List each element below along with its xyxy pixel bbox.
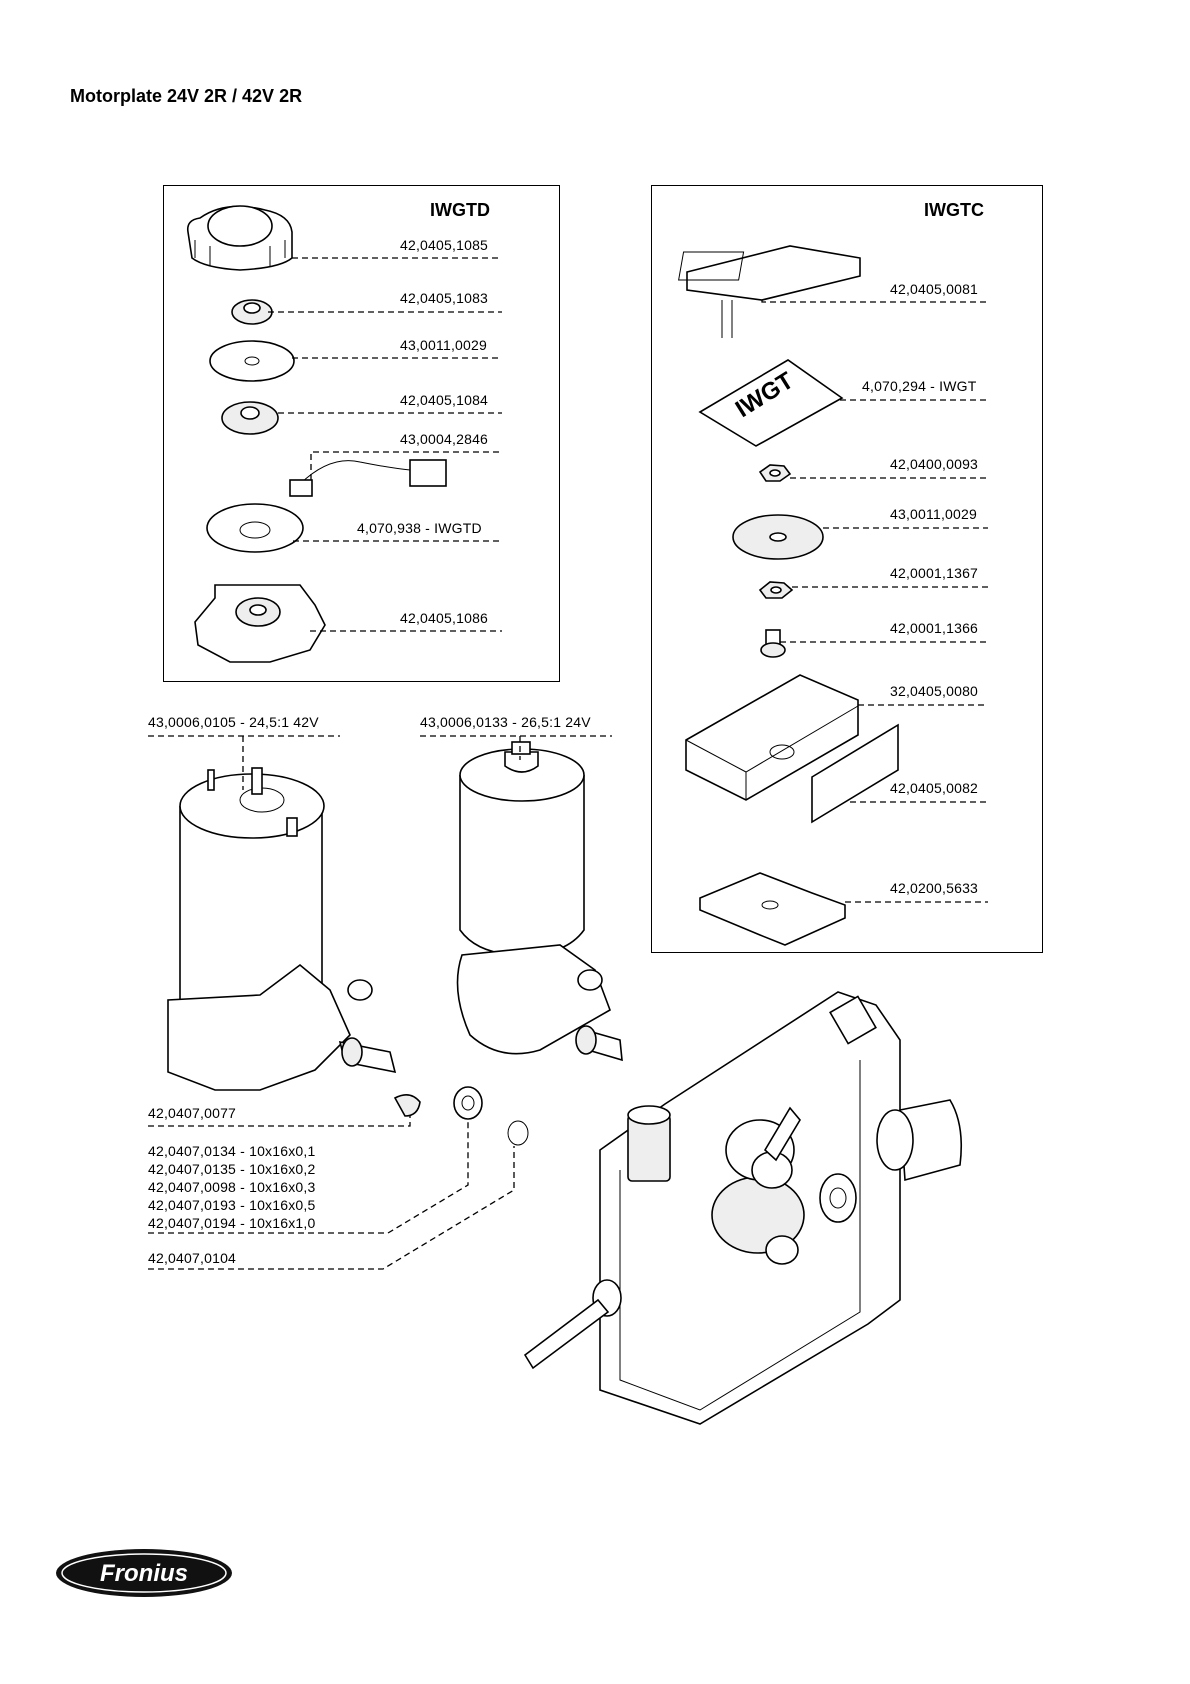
washer-label: 42,0407,0193 - 10x16x0,5: [148, 1197, 316, 1213]
key-part: [393, 1094, 421, 1117]
part-number: 42,0405,1085: [400, 237, 489, 253]
part-number: 42,0405,0081: [890, 281, 979, 297]
nut-part: [758, 464, 792, 482]
motor-42v-label: 43,0006,0105 - 24,5:1 42V: [148, 714, 319, 730]
washer-part: [453, 1086, 483, 1120]
part-number: 43,0004,2846: [400, 431, 489, 447]
part-number: 42,0405,1086: [400, 610, 489, 626]
brand-text: Fronius: [100, 1560, 188, 1587]
part-number: 43,0011,0029: [890, 506, 978, 522]
iwgt-label-part: IWGT: [698, 359, 844, 447]
part-number: 4,070,294 - IWGT: [862, 378, 977, 394]
part-number: 42,0405,0082: [890, 780, 979, 796]
part-number: 4,070,938 - IWGTD: [357, 520, 482, 536]
iwgtd-title: IWGTD: [430, 200, 490, 220]
part-number: 42,0405,1083: [400, 290, 489, 306]
part-number: 42,0400,0093: [890, 456, 979, 472]
part-number: 42,0405,1084: [400, 392, 489, 408]
label-sheet-part: [811, 723, 899, 824]
washer-label: 42,0407,0135 - 10x16x0,2: [148, 1161, 316, 1177]
motorplate-assembly-part: [523, 991, 963, 1425]
iwgtc-title: IWGTC: [924, 200, 984, 220]
fronius-logo: Fronius: [56, 1549, 232, 1597]
part-number: 43,0011,0029: [400, 337, 488, 353]
motor-24v-part: [456, 741, 623, 1062]
page-title: Motorplate 24V 2R / 42V 2R: [70, 86, 303, 106]
iwgtd-leaders: [268, 257, 502, 632]
part-number: 42,0001,1366: [890, 620, 979, 636]
motor-42v-part: [167, 767, 397, 1091]
serrated-washer-part: [732, 514, 824, 560]
toothed-disc-part: [221, 401, 279, 435]
part-number: 42,0200,5633: [890, 880, 979, 896]
small-hub-part: [231, 299, 273, 325]
washer-label: 42,0407,0194 - 10x16x1,0: [148, 1215, 316, 1231]
sensor-board-part: [206, 503, 304, 553]
washer-label: 42,0407,0134 - 10x16x0,1: [148, 1143, 316, 1159]
nut-part-2: [758, 581, 794, 599]
key-label: 42,0407,0077: [148, 1105, 237, 1121]
bolt-part: [760, 629, 786, 658]
panel-iwgtd: [163, 185, 560, 682]
part-number: 42,0001,1367: [890, 565, 979, 581]
panel-iwgtc: [651, 185, 1043, 953]
cable-part: [289, 459, 447, 497]
part-number: 32,0405,0080: [890, 683, 979, 699]
washer-label: 42,0407,0098 - 10x16x0,3: [148, 1179, 316, 1195]
cover-plate-part: [678, 245, 861, 338]
bracket-part: [699, 872, 846, 946]
encoder-disc-part: [209, 340, 295, 382]
housing-part: [194, 584, 326, 663]
knob-part: [186, 205, 293, 271]
circlip-part: [507, 1120, 529, 1146]
iwgtc-leaders: [761, 300, 988, 903]
box-part: [685, 674, 859, 801]
circlip-label: 42,0407,0104: [148, 1250, 237, 1266]
lower-leaders: [148, 735, 612, 1270]
motor-24v-label: 43,0006,0133 - 26,5:1 24V: [420, 714, 591, 730]
